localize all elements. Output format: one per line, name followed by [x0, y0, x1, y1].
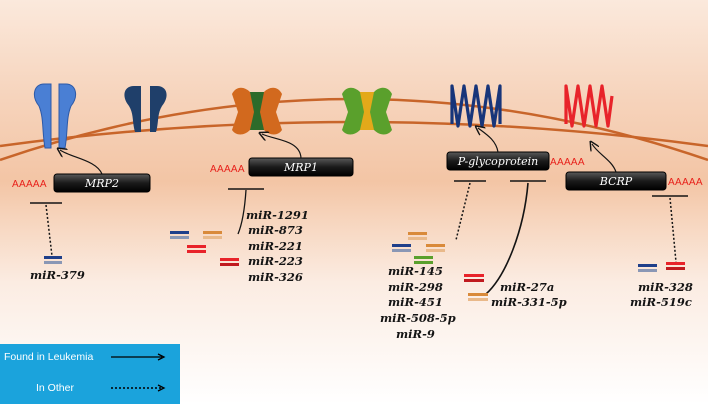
bcrp-expression-arrow	[592, 144, 617, 173]
legend-line-keys	[111, 353, 166, 392]
bcrp-transporter	[564, 84, 614, 128]
legend-solid-arrowhead	[157, 353, 166, 361]
mir298-label: miR-298	[388, 280, 443, 294]
mrp2-expression-arrow	[60, 150, 103, 175]
mrp1-solid-line	[237, 189, 247, 235]
mrp2-transporter	[33, 83, 77, 149]
mir9-label: miR-9	[396, 327, 435, 341]
mir379-label: miR-379	[30, 268, 85, 282]
mir519c-label: miR-519c	[630, 295, 692, 309]
pgp-other-dotted-line	[455, 182, 471, 241]
pgp-gene-label: P-glycoprotein	[457, 155, 539, 168]
bcrp-gene-box: BCRP	[565, 171, 667, 191]
pgp-leukemia-mirna-markers	[464, 274, 488, 301]
mir1291-label: miR-1291	[246, 208, 309, 222]
green-transporter	[342, 87, 392, 135]
legend-box: Found in Leukemia In Other	[0, 344, 180, 404]
pgp-transporter	[450, 84, 502, 128]
pgp-leukemia-solid-line	[485, 182, 529, 295]
mir379-duplex-marker	[44, 256, 62, 264]
mrp1-expression-arrow	[262, 134, 302, 159]
mir873-label: miR-873	[248, 223, 303, 237]
mir508-label: miR-508-5p	[380, 311, 456, 325]
mrp1-transporter	[232, 87, 282, 135]
mir326-label: miR-326	[248, 270, 303, 284]
mrp1-gene-label: MRP1	[283, 161, 318, 174]
mir221-label: miR-221	[248, 239, 303, 253]
bcrp-mirna-markers	[638, 262, 685, 272]
bcrp-dotted-line	[669, 197, 677, 263]
legend-dotted-arrowhead	[157, 384, 166, 392]
pgp-other-mirna-markers	[392, 232, 445, 264]
mrp1-gene-box: MRP1	[248, 157, 354, 177]
mrp1-polya-tail: AAAAA	[210, 164, 245, 175]
mrp1-mirna-markers	[170, 231, 239, 266]
bcrp-polya-tail: AAAAA	[668, 177, 703, 188]
legend-leukemia-label: Found in Leukemia	[4, 351, 94, 363]
pgp-polya-tail: AAAAA	[550, 157, 585, 168]
pgp-expression-arrow	[478, 128, 499, 153]
mir328-label: miR-328	[638, 280, 693, 294]
mir27a-label: miR-27a	[500, 280, 554, 294]
mir379-dotted-line	[45, 204, 53, 257]
mrp2-gene-label: MRP2	[84, 177, 119, 190]
mir331-label: miR-331-5p	[491, 295, 567, 309]
mir451-label: miR-451	[388, 295, 443, 309]
legend-other-label: In Other	[36, 382, 74, 394]
dark-transporter	[124, 86, 167, 132]
mir145-label: miR-145	[388, 264, 443, 278]
mrp2-polya-tail: AAAAA	[12, 179, 47, 190]
pgp-gene-box: P-glycoprotein	[446, 151, 550, 171]
mir223-label: miR-223	[248, 254, 303, 268]
mrp2-gene-box: MRP2	[53, 173, 151, 193]
bcrp-gene-label: BCRP	[599, 175, 633, 188]
